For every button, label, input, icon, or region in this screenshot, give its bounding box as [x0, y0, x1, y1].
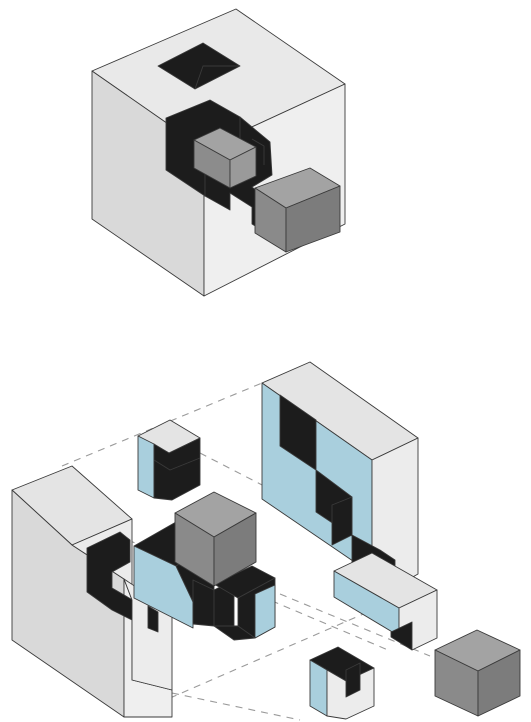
exploded-cube — [12, 362, 520, 720]
small-floating-cube — [138, 420, 200, 500]
assembled-cube — [92, 9, 345, 296]
small-l-piece — [310, 647, 374, 719]
horizontal-bar-piece — [334, 553, 437, 650]
grey-cube-bottom-right — [435, 630, 520, 716]
right-slab-piece — [262, 362, 418, 600]
